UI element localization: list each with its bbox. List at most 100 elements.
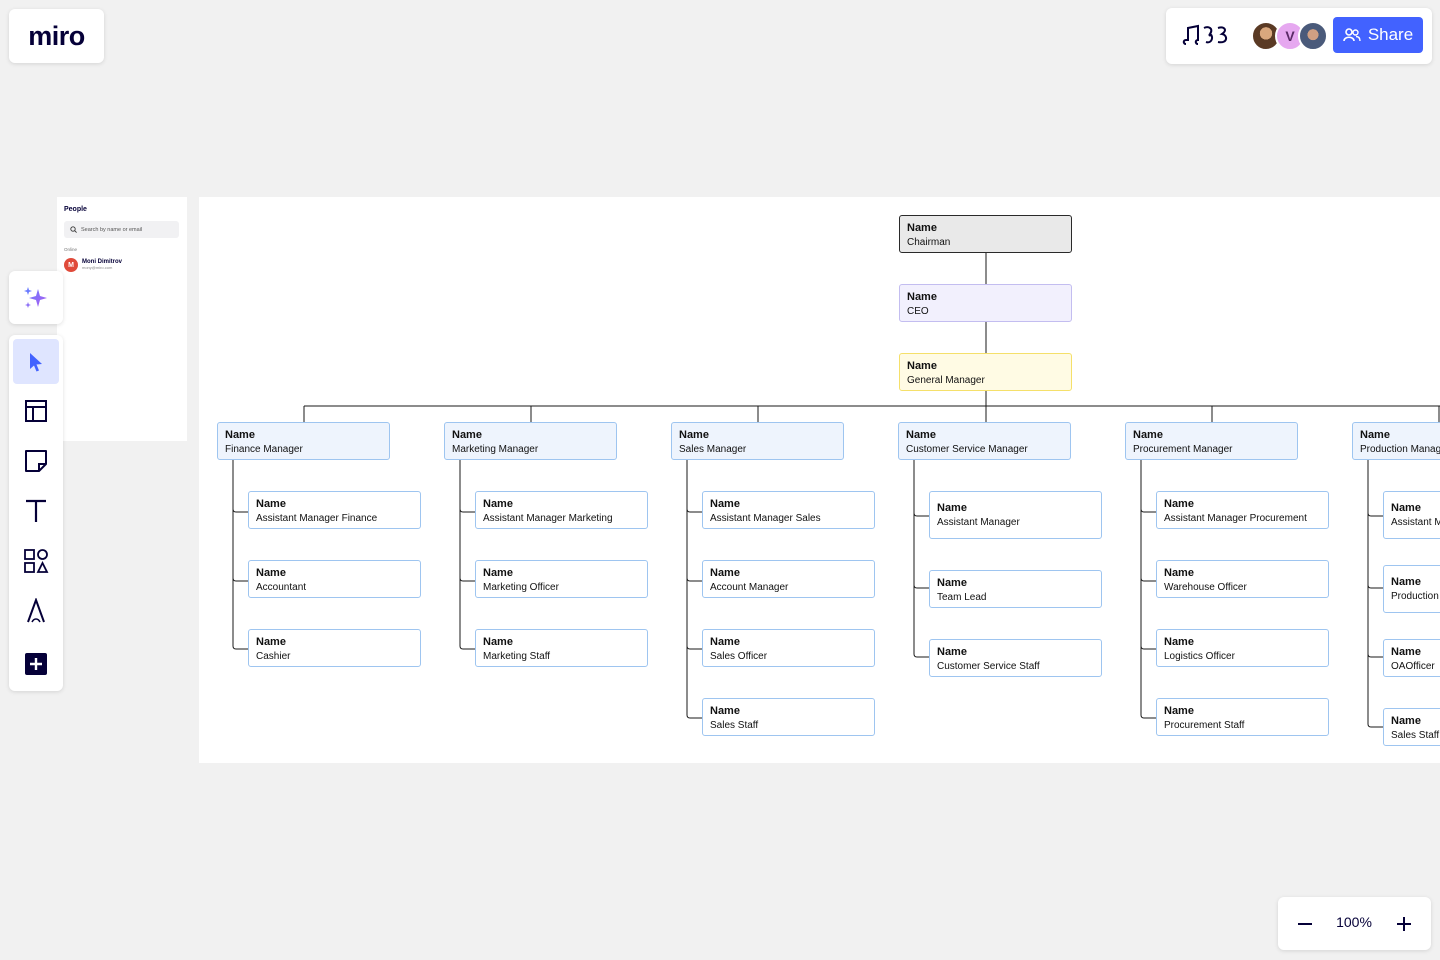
node-name: Name — [483, 498, 513, 510]
org-node-staff[interactable]: Name Marketing Officer — [475, 560, 648, 598]
collaborator-avatar[interactable] — [1298, 21, 1328, 51]
org-node-staff[interactable]: Name Warehouse Officer — [1156, 560, 1329, 598]
templates-tool[interactable] — [13, 388, 59, 433]
node-name: Name — [907, 360, 937, 372]
node-role: Assistant Manager — [937, 517, 1020, 528]
org-node-staff[interactable]: Name Logistics Officer — [1156, 629, 1329, 667]
ai-assist-button[interactable] — [9, 271, 63, 324]
pen-icon — [27, 597, 45, 622]
org-node-staff[interactable]: Name Cashier — [248, 629, 421, 667]
zoom-level[interactable]: 100% — [1336, 914, 1372, 930]
node-name: Name — [907, 222, 937, 234]
shapes-tool[interactable] — [13, 538, 59, 583]
cursor-icon — [30, 352, 42, 371]
pen-tool[interactable] — [13, 588, 59, 633]
org-node-chairman[interactable]: Name Chairman — [899, 215, 1072, 253]
online-label: Online — [64, 247, 78, 252]
node-role: Sales Staff — [710, 720, 759, 731]
zoom-in-button[interactable] — [1390, 910, 1418, 938]
node-name: Name — [937, 646, 967, 658]
sticky-note-tool[interactable] — [13, 438, 59, 483]
org-node-staff[interactable]: Name Assistant Manager Procurement — [1156, 491, 1329, 529]
zoom-controls: 100% — [1278, 897, 1431, 950]
org-node-sales-manager[interactable]: Name Sales Manager — [671, 422, 844, 460]
org-node-procurement-manager[interactable]: Name Procurement Manager — [1125, 422, 1298, 460]
plus-icon — [25, 652, 47, 675]
logo-text: miro — [28, 20, 85, 51]
share-button[interactable]: Share — [1333, 17, 1423, 53]
org-node-marketing-manager[interactable]: Name Marketing Manager — [444, 422, 617, 460]
left-toolbar — [9, 335, 63, 691]
node-name: Name — [710, 567, 740, 579]
org-node-staff[interactable]: Name Sales Staff — [702, 698, 875, 736]
node-name: Name — [1391, 715, 1421, 727]
org-node-staff[interactable]: Name Team Lead — [929, 570, 1102, 608]
node-role: Cashier — [256, 651, 291, 662]
user-email: mony@miro.com — [82, 265, 113, 271]
minus-icon — [1298, 923, 1312, 925]
org-chart-frame[interactable]: Name Chairman Name CEO Name General Mana… — [199, 197, 1440, 763]
node-name: Name — [1164, 636, 1194, 648]
node-name: Name — [937, 502, 967, 514]
org-node-staff[interactable]: Name Assistant Manager — [1383, 491, 1440, 539]
node-role: Marketing Staff — [483, 651, 551, 662]
node-role: Production Manager — [1360, 444, 1440, 455]
node-role: Account Manager — [710, 582, 789, 593]
people-list-item[interactable]: M Moni Dimitrov mony@miro.com — [64, 258, 122, 272]
node-name: Name — [907, 291, 937, 303]
node-role: Procurement Manager — [1133, 444, 1233, 455]
select-tool[interactable] — [13, 339, 59, 384]
org-node-staff[interactable]: Name Assistant Manager Marketing — [475, 491, 648, 529]
org-node-staff[interactable]: Name Assistant Manager Sales — [702, 491, 875, 529]
org-node-customer-service-manager[interactable]: Name Customer Service Manager — [898, 422, 1071, 460]
node-name: Name — [937, 577, 967, 589]
avatar-initial: V — [1285, 28, 1295, 44]
node-role: General Manager — [907, 375, 985, 386]
people-search-input[interactable]: Search by name or email — [64, 221, 179, 238]
org-node-staff[interactable]: Name Sales Officer — [702, 629, 875, 667]
node-role: Customer Service Manager — [906, 444, 1028, 455]
org-node-staff[interactable]: Name Customer Service Staff — [929, 639, 1102, 677]
node-role: Sales Manager — [679, 444, 747, 455]
org-node-staff[interactable]: Name Account Manager — [702, 560, 875, 598]
org-node-staff[interactable]: Name OAOfficer — [1383, 639, 1440, 677]
zoom-out-button[interactable] — [1291, 910, 1319, 938]
node-role: Marketing Manager — [452, 444, 539, 455]
collaboration-bar: V Share — [1166, 8, 1432, 64]
org-node-staff[interactable]: Name Marketing Staff — [475, 629, 648, 667]
node-name: Name — [256, 498, 286, 510]
org-node-staff[interactable]: Name Assistant Manager — [929, 491, 1102, 539]
org-node-general-manager[interactable]: Name General Manager — [899, 353, 1072, 391]
node-role: Team Lead — [937, 592, 987, 603]
node-role: Assistant Manager Sales — [710, 513, 821, 524]
miro-logo[interactable]: miro — [9, 9, 104, 63]
org-node-finance-manager[interactable]: Name Finance Manager — [217, 422, 390, 460]
text-tool[interactable] — [13, 488, 59, 533]
reactions-icon[interactable] — [1180, 22, 1232, 50]
node-name: Name — [483, 567, 513, 579]
node-name: Name — [1164, 705, 1194, 717]
node-name: Name — [1391, 576, 1421, 588]
node-name: Name — [906, 429, 936, 441]
sticky-note-icon — [25, 449, 47, 472]
org-node-staff[interactable]: Name Accountant — [248, 560, 421, 598]
node-role: Logistics Officer — [1164, 651, 1235, 662]
org-node-ceo[interactable]: Name CEO — [899, 284, 1072, 322]
node-name: Name — [452, 429, 482, 441]
node-name: Name — [710, 498, 740, 510]
node-role: Sales Staff — [1391, 730, 1440, 741]
node-role: Production — [1391, 591, 1439, 602]
people-icon — [1343, 28, 1361, 42]
avatar: M — [64, 258, 78, 272]
node-role: Warehouse Officer — [1164, 582, 1247, 593]
node-name: Name — [225, 429, 255, 441]
node-role: Assistant Manager Procurement — [1164, 513, 1307, 524]
org-node-staff[interactable]: Name Procurement Staff — [1156, 698, 1329, 736]
org-node-staff[interactable]: Name Assistant Manager Finance — [248, 491, 421, 529]
org-node-staff[interactable]: Name Production — [1383, 565, 1440, 613]
org-node-staff[interactable]: Name Sales Staff — [1383, 708, 1440, 746]
org-node-production-manager[interactable]: Name Production Manager — [1352, 422, 1440, 460]
add-more-tool[interactable] — [13, 641, 59, 686]
sparkle-icon — [24, 286, 47, 308]
node-name: Name — [1164, 567, 1194, 579]
